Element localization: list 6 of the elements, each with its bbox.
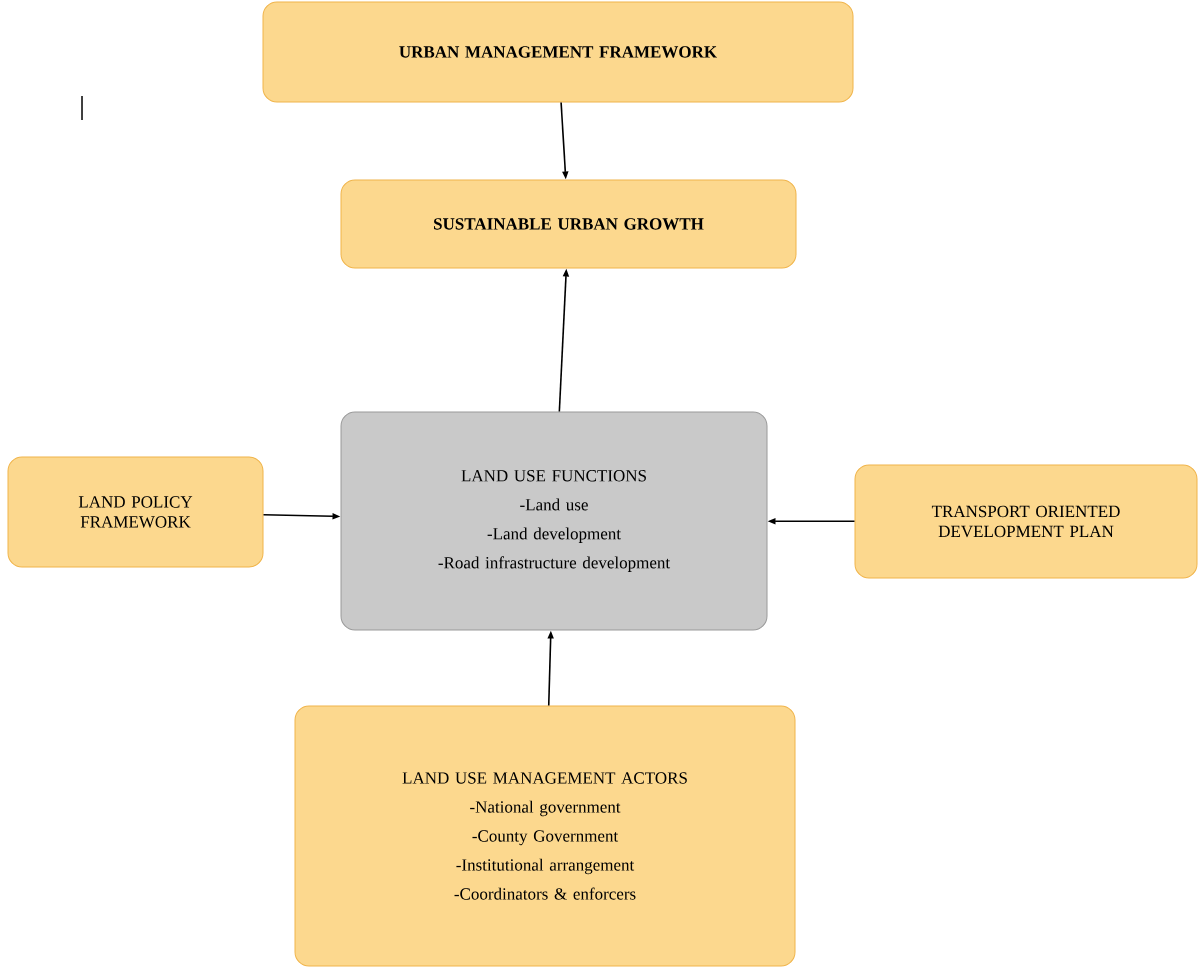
heading-box: SUSTAINABLE URBAN GROWTH — [340, 179, 797, 269]
heading-box: URBAN MANAGEMENT FRAMEWORK — [262, 1, 854, 103]
central-box: LAND USE FUNCTIONS -Land use -Land development -Road infrastructure development — [340, 411, 768, 631]
process-box: TRANSPORT ORIENTED DEVELOPMENT PLAN — [854, 464, 1198, 579]
process-box: LAND POLICY FRAMEWORK — [7, 456, 264, 568]
process-box: LAND USE MANAGEMENT ACTORS -National government -County Government -Institutional arrangement -Coordinators & enforcers — [294, 705, 796, 967]
